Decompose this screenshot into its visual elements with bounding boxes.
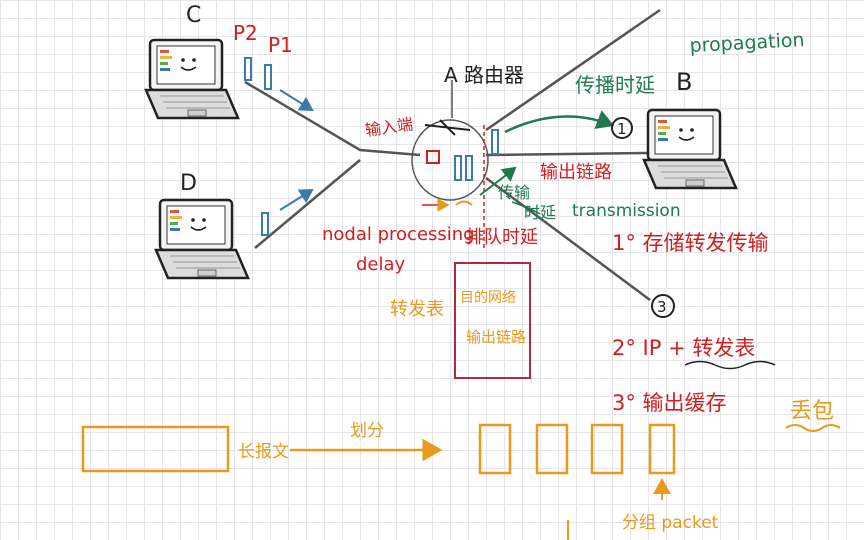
forwarding-table-box <box>454 262 531 379</box>
label-circle-3: 3 <box>657 298 667 316</box>
packet-box-2 <box>535 423 569 475</box>
label-note-1: 1° 存储转发传输 <box>612 231 769 255</box>
label-nodal-1: nodal processing <box>322 224 475 245</box>
label-packet-loss: 丢包 <box>790 399 834 424</box>
label-note-2: 2° IP + 转发表 <box>612 336 755 360</box>
label-d: D <box>180 171 197 196</box>
router-a <box>411 80 499 250</box>
host-d-laptop <box>154 198 250 280</box>
circle-3 <box>651 294 675 318</box>
label-nodal-2: delay <box>356 254 406 275</box>
label-propagation: propagation <box>689 29 805 57</box>
label-transmission-delay-b: 时延 <box>524 203 556 222</box>
packet-box-3 <box>590 423 624 475</box>
host-b-laptop <box>642 108 738 190</box>
label-transmission-delay-a: 传输 <box>498 183 530 202</box>
label-p2: P2 <box>233 21 258 45</box>
label-transmission: transmission <box>572 201 681 221</box>
network-links <box>244 8 661 302</box>
label-output-link: 输出链路 <box>540 162 612 183</box>
label-box-line2: 输出链路 <box>466 328 526 346</box>
packet-p2 <box>244 57 252 81</box>
host-c-laptop <box>144 38 240 120</box>
label-box-line1: 目的网络 <box>460 290 516 306</box>
circle-1 <box>611 117 633 139</box>
long-message-box <box>81 425 230 473</box>
label-note-3: 3° 输出缓存 <box>612 391 727 415</box>
label-c: C <box>186 3 201 28</box>
label-b: B <box>676 68 692 96</box>
label-queueing-delay: 排队时延 <box>466 227 538 248</box>
packet-d <box>261 212 269 236</box>
packet-p1 <box>264 64 272 90</box>
label-p1: P1 <box>268 33 293 57</box>
packet-box-1 <box>478 423 512 475</box>
label-propagation-delay: 传播时延 <box>575 73 655 97</box>
label-split: 划分 <box>350 421 384 441</box>
packet-box-4 <box>648 423 676 475</box>
label-input-port: 输入端 <box>364 114 414 139</box>
label-forwarding-table: 转发表 <box>390 299 444 320</box>
label-circle-1: 1 <box>617 120 627 138</box>
label-packet: 分组 packet <box>622 513 719 533</box>
label-router: A 路由器 <box>444 63 524 87</box>
label-long-message: 长报文 <box>238 442 289 462</box>
